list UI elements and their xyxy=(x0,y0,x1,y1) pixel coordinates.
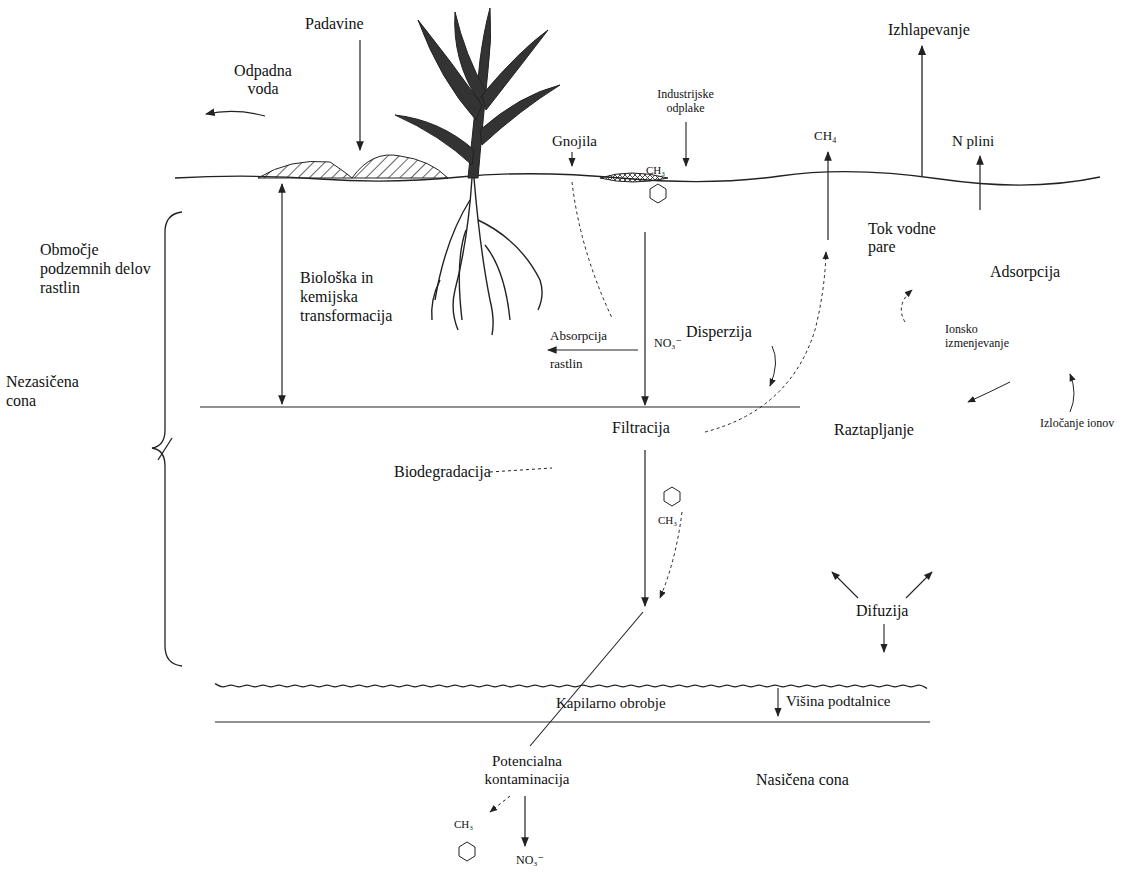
plant-roots xyxy=(432,178,542,335)
runoff-arrow xyxy=(206,111,265,116)
benzene-ring xyxy=(459,842,475,861)
process-label: Višina podtalnice xyxy=(786,692,891,710)
capillary-fringe-limit xyxy=(215,721,930,722)
diffusion-arrow xyxy=(883,624,884,652)
plant-leaf xyxy=(455,12,486,100)
process-label: Območje podzemnih delov rastlin xyxy=(40,240,165,298)
nitrate-arrow xyxy=(524,796,525,846)
benzene-ring xyxy=(664,487,680,506)
fertilizer-path xyxy=(572,182,612,318)
ion-release-arrow xyxy=(1070,374,1074,412)
brace-break-mark xyxy=(158,438,172,460)
gas-arrow xyxy=(979,156,980,210)
process-label: CH₄ xyxy=(814,128,837,144)
effluent-arrow xyxy=(685,122,686,166)
process-label: Raztapljanje xyxy=(834,420,914,439)
plant-leaf xyxy=(480,85,560,145)
root xyxy=(435,200,470,300)
waste-water-pool xyxy=(258,161,352,178)
water-table-line xyxy=(215,684,927,689)
root xyxy=(485,245,510,320)
process-label: Absorpcija rastlin xyxy=(550,322,620,378)
process-label: Biološka in kemijska transformacija xyxy=(300,268,410,326)
process-label: Ionsko izmenjevanje xyxy=(945,322,1025,351)
process-label: Nasičena cona xyxy=(756,770,849,789)
process-label: Adsorpcija xyxy=(990,262,1060,281)
root xyxy=(459,230,466,320)
biodegradation-path xyxy=(490,468,552,472)
plant-leaf xyxy=(395,115,474,165)
process-label: CH₃ xyxy=(658,514,677,527)
root-zone-dimension xyxy=(281,184,282,404)
process-label: Odpadna voda xyxy=(228,62,298,99)
contamination-line xyxy=(530,612,643,746)
vapour-path xyxy=(901,290,912,322)
vapour-path xyxy=(705,252,826,432)
plant xyxy=(395,8,560,178)
process-label: Tok vodne pare xyxy=(868,220,953,257)
root xyxy=(432,280,440,320)
root xyxy=(474,178,493,335)
methane-arrow xyxy=(827,152,828,240)
fertilizer-arrow xyxy=(571,152,572,166)
process-label: NO₃⁻ xyxy=(516,853,544,867)
process-label: Kapilarno obrobje xyxy=(556,694,666,712)
toluene-path xyxy=(490,796,510,812)
process-label: CH₃ xyxy=(454,818,473,831)
evaporation-arrow xyxy=(921,46,922,176)
zone-brace xyxy=(152,212,182,666)
waste-water-pool xyxy=(352,155,448,178)
process-label: Padavine xyxy=(305,14,364,33)
filtration-arrow xyxy=(644,232,645,405)
toluene-symbol xyxy=(459,184,680,861)
diffusion-arrow xyxy=(906,572,932,598)
dispersion-arrow xyxy=(770,346,776,386)
diffusion-arrow xyxy=(832,572,858,598)
process-label: N plini xyxy=(952,132,994,150)
ion-exchange-arrow xyxy=(968,382,1010,402)
process-label: Industrijske odplake xyxy=(648,88,723,116)
process-label: Disperzija xyxy=(686,322,752,341)
root xyxy=(478,220,542,310)
water-table-arrow xyxy=(777,688,778,716)
process-label: Filtracija xyxy=(612,418,670,437)
process-label: CH₃ xyxy=(646,164,665,177)
process-label: Potencialna kontaminacija xyxy=(472,752,582,788)
process-label: Gnojila xyxy=(552,132,597,150)
process-label: Izhlapevanje xyxy=(888,20,970,39)
filtration-arrow xyxy=(644,450,645,606)
process-label: Izločanje ionov xyxy=(1040,416,1114,430)
process-label: NO₃⁻ xyxy=(654,336,682,350)
process-label: Difuzija xyxy=(856,601,908,620)
process-label: Nezasičena cona xyxy=(6,372,96,410)
benzene-ring xyxy=(650,184,666,203)
plant-uptake-arrow xyxy=(548,349,638,350)
precipitation-arrow xyxy=(359,40,360,150)
root-zone-limit xyxy=(200,406,800,407)
process-label: Biodegradacija xyxy=(394,462,491,481)
